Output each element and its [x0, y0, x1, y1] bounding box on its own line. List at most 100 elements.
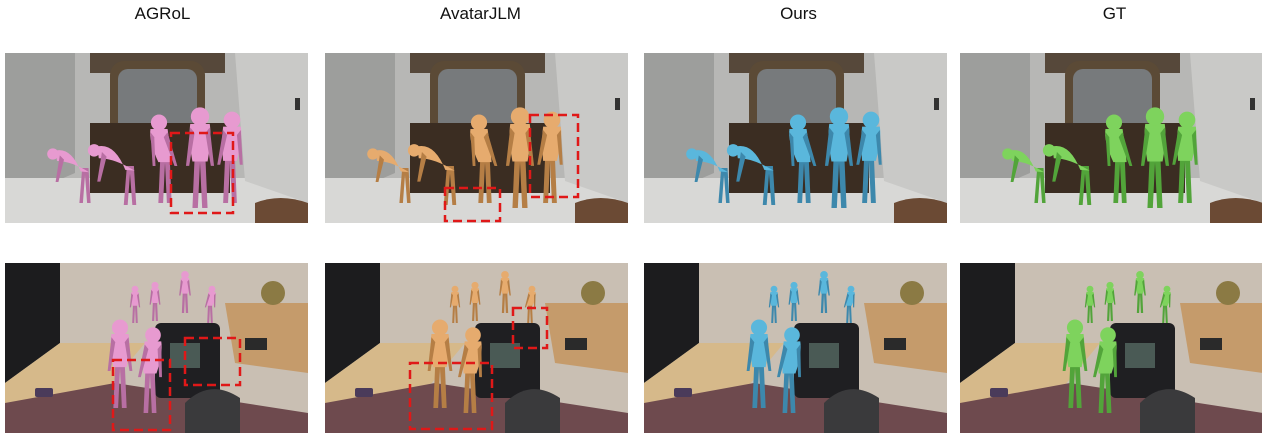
door — [874, 53, 947, 203]
remote — [674, 388, 692, 397]
human-figure — [726, 144, 776, 205]
scene-render — [5, 53, 308, 223]
human-figure — [449, 285, 461, 323]
monitor — [809, 343, 839, 368]
desk-device — [245, 338, 267, 350]
left-wall — [960, 53, 1030, 203]
desk — [1180, 303, 1262, 373]
render-avatarjlm-scene1 — [325, 53, 628, 223]
human-figure — [1172, 111, 1198, 203]
armchair — [505, 389, 560, 433]
human-figure — [1140, 107, 1170, 208]
human-figure — [179, 271, 191, 313]
scene-render — [5, 263, 308, 433]
desk-device — [884, 338, 906, 350]
human-figure — [788, 281, 800, 321]
remote — [990, 388, 1008, 397]
human-figure — [746, 319, 772, 408]
human-figure — [777, 327, 801, 413]
human-figure — [1104, 281, 1116, 321]
human-figure — [458, 327, 482, 413]
human-figure — [138, 327, 162, 413]
human-figure — [185, 107, 215, 208]
column-label-ours: Ours — [780, 4, 817, 23]
human-figure — [1093, 327, 1117, 413]
human-figure — [367, 148, 411, 203]
highlight-box — [169, 131, 235, 215]
human-figure — [843, 285, 855, 323]
desk-device — [1200, 338, 1222, 350]
column-label-avatarjlm: AvatarJLM — [440, 4, 521, 23]
scene-render — [644, 263, 947, 433]
door — [235, 53, 308, 203]
scene-render — [325, 53, 628, 223]
lamp — [1216, 281, 1240, 305]
human-figure — [87, 144, 137, 205]
stair-rail — [894, 198, 947, 223]
highlight-box — [528, 113, 580, 199]
door-handle — [615, 98, 620, 110]
highlight-box — [111, 358, 172, 432]
human-figure — [427, 319, 453, 408]
render-agrol-scene1 — [5, 53, 308, 223]
human-figure — [1105, 114, 1133, 203]
highlight-box — [183, 336, 242, 387]
left-wall — [325, 53, 395, 203]
human-figure — [537, 111, 563, 203]
human-figure — [499, 271, 511, 313]
door-handle — [1250, 98, 1255, 110]
human-figure — [129, 285, 141, 323]
left-wall — [5, 53, 75, 203]
stair-rail — [255, 198, 308, 223]
lamp — [900, 281, 924, 305]
scene-render — [644, 53, 947, 223]
lamp — [261, 281, 285, 305]
door — [555, 53, 628, 203]
stair-rail — [575, 198, 628, 223]
door-handle — [295, 98, 300, 110]
armchair — [1140, 389, 1195, 433]
human-figure — [1002, 148, 1046, 203]
human-figure — [1159, 285, 1171, 323]
human-figure — [1084, 285, 1096, 323]
scene-render — [960, 53, 1262, 223]
left-wall — [644, 53, 714, 203]
highlight-box — [408, 361, 494, 431]
column-label-agrol: AGRoL — [134, 4, 191, 23]
human-figure — [470, 114, 498, 203]
lamp — [581, 281, 605, 305]
desk-device — [565, 338, 587, 350]
human-figure — [818, 271, 830, 313]
armchair — [824, 389, 879, 433]
render-ours-scene2 — [644, 263, 947, 433]
human-figure — [407, 144, 457, 205]
door-handle — [934, 98, 939, 110]
human-figure — [856, 111, 882, 203]
render-avatarjlm-scene2 — [325, 263, 628, 433]
highlight-box — [511, 306, 549, 350]
remote — [35, 388, 53, 397]
door — [1190, 53, 1262, 203]
human-figure — [47, 148, 91, 203]
human-figure — [204, 285, 216, 323]
human-figure — [824, 107, 854, 208]
highlight-box — [443, 186, 502, 223]
render-gt-scene2 — [960, 263, 1262, 433]
human-figure — [686, 148, 730, 203]
human-figure — [149, 281, 161, 321]
remote — [355, 388, 373, 397]
scene-render — [325, 263, 628, 433]
human-figure — [789, 114, 817, 203]
armchair — [185, 389, 240, 433]
human-figure — [768, 285, 780, 323]
human-figure — [1042, 144, 1092, 205]
human-figure — [469, 281, 481, 321]
human-figure — [1134, 271, 1146, 313]
render-agrol-scene2 — [5, 263, 308, 433]
render-gt-scene1 — [960, 53, 1262, 223]
render-ours-scene1 — [644, 53, 947, 223]
monitor — [1125, 343, 1155, 368]
column-label-gt: GT — [1102, 4, 1127, 23]
scene-render — [960, 263, 1262, 433]
stair-rail — [1210, 198, 1262, 223]
